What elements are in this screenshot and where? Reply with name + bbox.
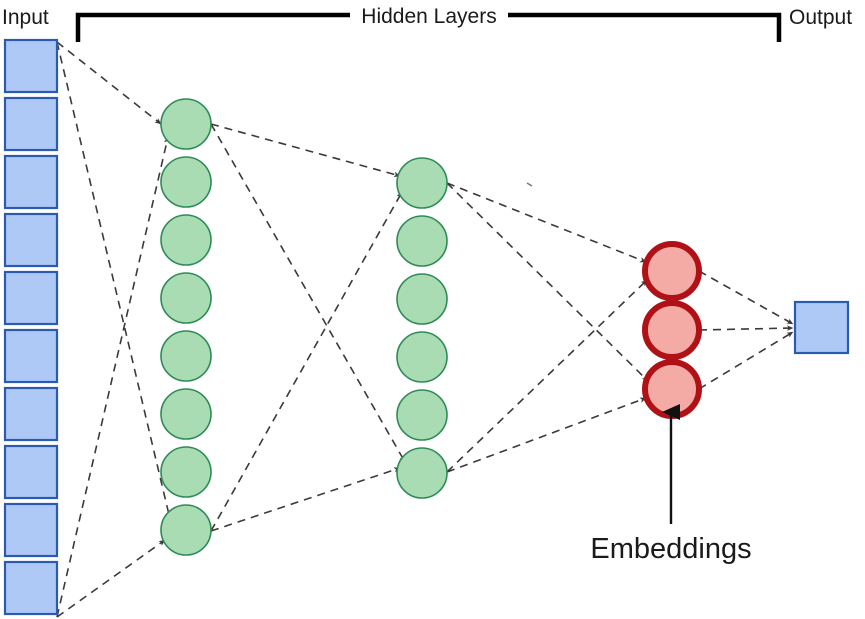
node-hidden-1[interactable] bbox=[160, 446, 212, 498]
node-input[interactable] bbox=[3, 560, 59, 616]
connection-edge bbox=[446, 182, 649, 382]
node-hidden-2[interactable] bbox=[396, 447, 448, 499]
connection-edge bbox=[446, 397, 647, 473]
connection-edge bbox=[446, 182, 647, 263]
bracket-left-segment bbox=[75, 12, 350, 42]
node-hidden-2[interactable] bbox=[396, 273, 448, 325]
node-hidden-1[interactable] bbox=[160, 214, 212, 266]
layer-hidden-2 bbox=[396, 157, 448, 499]
stray-mark bbox=[526, 182, 533, 187]
node-input[interactable] bbox=[3, 96, 59, 152]
node-input[interactable] bbox=[3, 386, 59, 442]
node-input[interactable] bbox=[3, 38, 59, 94]
connection-edge bbox=[210, 191, 403, 532]
node-embeddings[interactable] bbox=[642, 241, 702, 301]
node-embeddings[interactable] bbox=[642, 300, 702, 360]
connection-edge bbox=[446, 279, 648, 473]
node-hidden-1[interactable] bbox=[160, 156, 212, 208]
network-layers bbox=[3, 38, 850, 616]
layer-input bbox=[3, 38, 59, 616]
node-input[interactable] bbox=[3, 270, 59, 326]
connection-edge bbox=[210, 123, 401, 178]
hidden-layers-label: Hidden Layers bbox=[361, 5, 496, 28]
connection-edge bbox=[56, 539, 166, 618]
bracket-right-segment bbox=[508, 12, 782, 42]
connection-edge bbox=[698, 325, 794, 331]
node-input[interactable] bbox=[3, 444, 59, 500]
layer-hidden-1 bbox=[160, 98, 212, 556]
node-hidden-1[interactable] bbox=[160, 388, 212, 440]
node-hidden-2[interactable] bbox=[396, 215, 448, 267]
connection-edge bbox=[56, 41, 162, 125]
connection-edge bbox=[698, 331, 794, 390]
node-hidden-1[interactable] bbox=[160, 504, 212, 556]
node-output[interactable] bbox=[793, 300, 850, 355]
connection-edge bbox=[56, 41, 172, 520]
node-hidden-1[interactable] bbox=[160, 98, 212, 150]
node-hidden-2[interactable] bbox=[396, 389, 448, 441]
layer-embeddings bbox=[642, 241, 702, 419]
node-input[interactable] bbox=[3, 502, 59, 558]
node-input[interactable] bbox=[3, 154, 59, 210]
connection-edge bbox=[210, 467, 401, 532]
node-hidden-2[interactable] bbox=[396, 331, 448, 383]
node-input[interactable] bbox=[3, 328, 59, 384]
input-layer-label: Input bbox=[2, 6, 49, 29]
node-hidden-1[interactable] bbox=[160, 272, 212, 324]
connection-edge bbox=[210, 123, 406, 463]
node-hidden-2[interactable] bbox=[396, 157, 448, 209]
connection-edge bbox=[698, 270, 794, 325]
node-hidden-1[interactable] bbox=[160, 330, 212, 382]
embeddings-label: Embeddings bbox=[590, 533, 751, 565]
layer-output bbox=[793, 300, 850, 355]
node-input[interactable] bbox=[3, 212, 59, 268]
hidden-layers-bracket bbox=[75, 12, 782, 42]
connection-edge bbox=[56, 136, 170, 618]
output-layer-label: Output bbox=[789, 6, 852, 29]
node-embeddings[interactable] bbox=[642, 359, 702, 419]
connection-edges bbox=[56, 41, 794, 618]
